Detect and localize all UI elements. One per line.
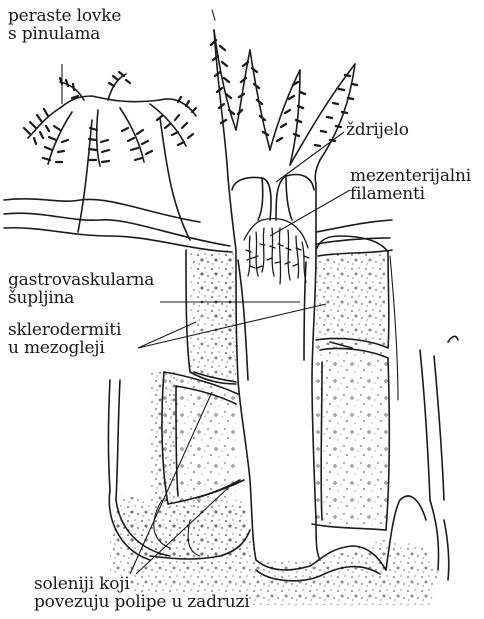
label-pharynx: ždrijelo bbox=[346, 122, 409, 139]
label-gastrovascular-cavity-line1: gastrovaskularna bbox=[8, 272, 154, 289]
label-pinnate-tentacles-line2: s pinulama bbox=[8, 26, 100, 43]
right-polyp bbox=[211, 10, 357, 184]
label-mesenterial-filaments-line1: mezenterijalni bbox=[350, 168, 471, 185]
label-pinnate-tentacles-line1: peraste lovke bbox=[8, 8, 121, 25]
substrate-lines bbox=[4, 199, 392, 256]
label-mesenterial-filaments-line2: filamenti bbox=[350, 186, 425, 203]
left-polyp bbox=[24, 72, 196, 240]
label-solenia-line1: soleniji koji bbox=[34, 576, 130, 593]
label-sclerites-line2: u mezogleji bbox=[8, 340, 105, 357]
label-gastrovascular-cavity-line2: šupljina bbox=[8, 290, 74, 307]
label-sclerites-line1: sklerodermiti bbox=[8, 322, 121, 339]
label-solenia-line2: povezuju polipe u zadruzi bbox=[34, 594, 249, 611]
